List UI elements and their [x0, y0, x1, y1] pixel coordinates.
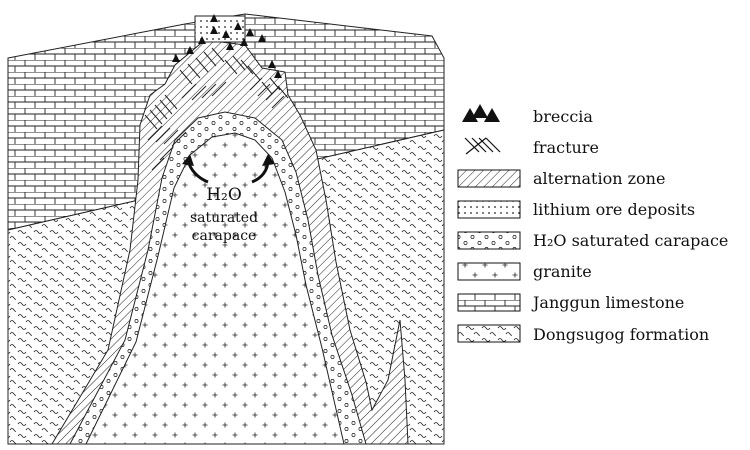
legend-label-fracture: fracture — [533, 138, 599, 157]
legend-item-breccia: breccia — [462, 104, 593, 126]
saturated-label: saturated — [190, 210, 258, 226]
legend-item-alternation: alternation zone — [457, 169, 665, 188]
limestone-swatch-icon — [457, 293, 521, 312]
breccia-icon — [462, 104, 500, 122]
legend-label-alternation: alternation zone — [533, 169, 665, 188]
legend: breccia fracture alternation zone lithiu… — [457, 104, 728, 344]
legend-label-carapace: H₂O saturated carapace — [533, 231, 728, 250]
arrowheads — [182, 154, 275, 166]
legend-item-dongsugog: Dongsugog formation — [457, 324, 709, 344]
alternation-swatch-icon — [457, 169, 521, 188]
granite-core — [85, 132, 345, 445]
h2o-label: H₂O — [206, 185, 242, 205]
legend-item-lithium: lithium ore deposits — [457, 200, 695, 219]
legend-item-fracture: fracture — [464, 137, 599, 157]
legend-label-dongsugog: Dongsugog formation — [533, 325, 709, 344]
legend-label-limestone: Janggun limestone — [531, 293, 684, 312]
legend-label-lithium: lithium ore deposits — [533, 200, 695, 219]
lithium-swatch-icon — [457, 200, 521, 219]
legend-label-breccia: breccia — [533, 107, 593, 126]
breccia-marks — [172, 14, 282, 78]
legend-label-granite: granite — [533, 262, 592, 281]
fracture-marks — [144, 47, 289, 171]
fracture-icon — [464, 137, 501, 155]
granite-swatch-icon — [457, 262, 521, 281]
legend-item-granite: granite — [457, 262, 592, 281]
dongsugog-swatch-icon — [457, 324, 521, 343]
legend-item-carapace: H₂O saturated carapace — [457, 231, 728, 250]
carapace-label: carapace — [192, 228, 257, 244]
carapace-swatch-icon — [457, 231, 521, 250]
legend-item-limestone: Janggun limestone — [457, 293, 684, 312]
